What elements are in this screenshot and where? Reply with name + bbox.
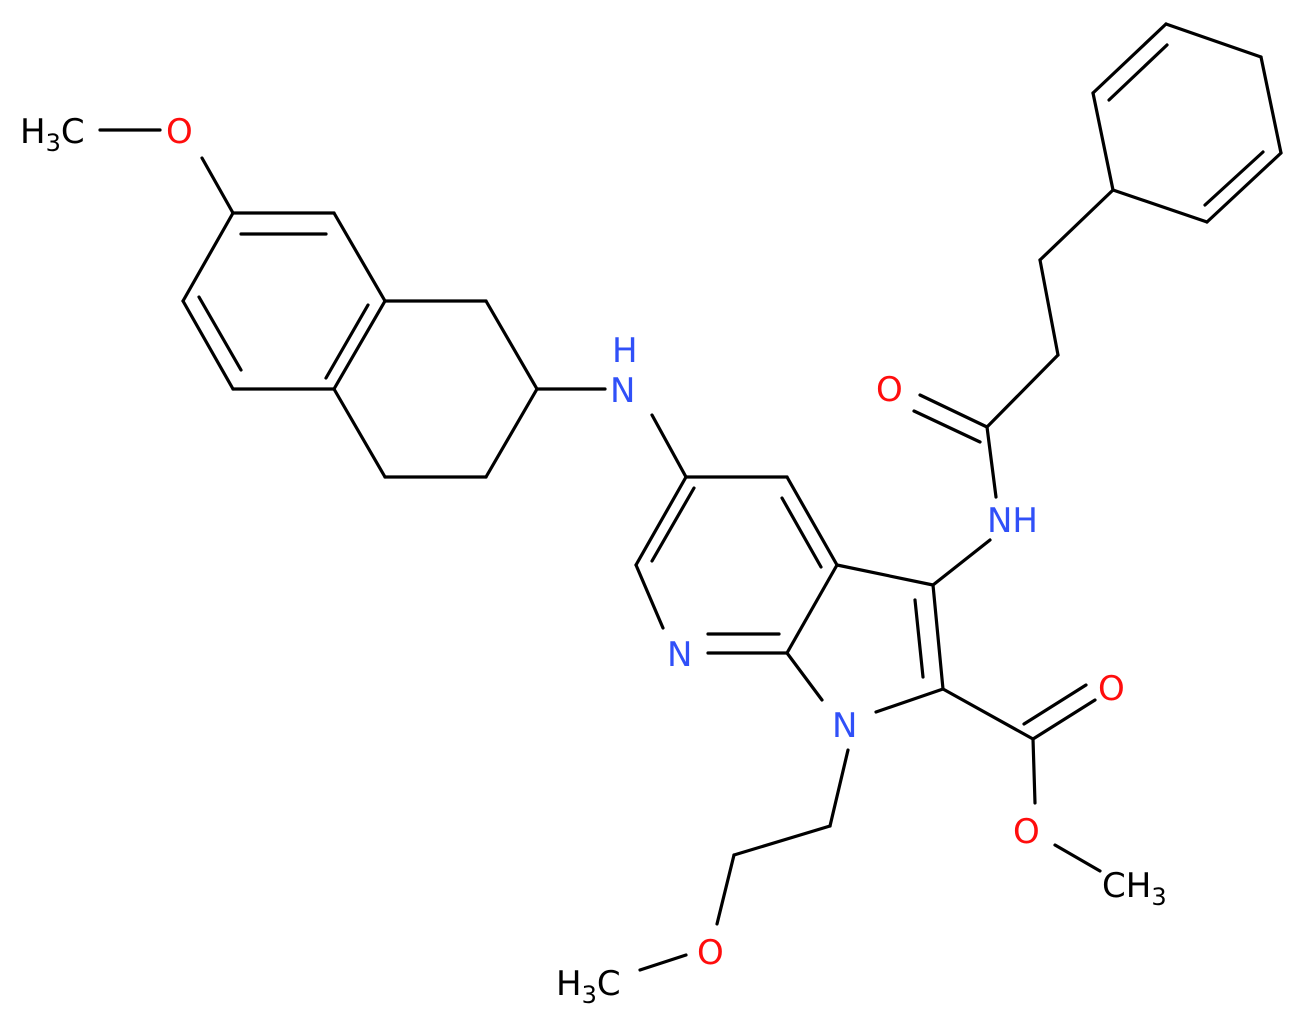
bond xyxy=(332,299,387,391)
bond xyxy=(1031,737,1037,805)
bond xyxy=(835,563,935,587)
bond xyxy=(324,303,370,380)
bond xyxy=(638,953,688,972)
bond xyxy=(1038,188,1115,262)
bond xyxy=(1022,683,1088,726)
n-pyrrole-label: N xyxy=(832,706,857,746)
bond xyxy=(985,425,998,499)
bond xyxy=(1091,22,1168,95)
ch3-ester-label: CH3 xyxy=(1102,866,1167,911)
bond xyxy=(484,299,539,391)
bond xyxy=(780,496,823,569)
bond xyxy=(332,211,387,303)
nh-amine-hydrogen: H xyxy=(612,331,638,371)
atom-labels: H3C O N O NH N N O O CH3 O H3C H xyxy=(20,112,1167,1009)
bond xyxy=(181,211,235,303)
bond xyxy=(200,156,235,215)
o-amide-label: O xyxy=(876,370,903,410)
bond xyxy=(931,583,945,691)
bond xyxy=(1038,258,1060,357)
bond xyxy=(650,413,688,479)
bond xyxy=(1259,55,1283,155)
bond xyxy=(985,353,1060,429)
bond xyxy=(918,393,989,429)
ch3-bottom-label: H3C xyxy=(556,964,621,1009)
n-pyridine-label: N xyxy=(667,635,692,675)
bond xyxy=(1164,22,1263,59)
bond xyxy=(650,486,696,563)
bond xyxy=(732,824,832,857)
bond xyxy=(941,687,1035,741)
bond xyxy=(785,563,839,655)
nh-amide-label: NH xyxy=(987,501,1038,541)
nh-amine-label: N xyxy=(610,371,635,411)
bond xyxy=(181,299,235,391)
o-methoxy-left-label: O xyxy=(166,112,193,152)
bond xyxy=(332,387,387,479)
bond xyxy=(1111,188,1209,224)
o-ester-carbonyl-label: O xyxy=(1098,669,1125,709)
bond xyxy=(1031,698,1097,741)
bond xyxy=(931,538,992,587)
bonds xyxy=(98,22,1283,972)
bond xyxy=(1091,91,1115,192)
bond xyxy=(484,387,539,479)
bond xyxy=(1053,843,1102,873)
bond xyxy=(828,748,850,828)
bond xyxy=(1203,150,1265,207)
o-ester-label: O xyxy=(1013,812,1040,852)
ch3-left-label: H3C xyxy=(20,112,85,157)
bond xyxy=(715,853,736,926)
bond xyxy=(634,475,688,567)
bond xyxy=(634,563,665,630)
bond xyxy=(785,651,824,702)
o-ether-label: O xyxy=(697,933,724,973)
bond xyxy=(1107,43,1169,102)
bond xyxy=(913,598,925,679)
bond xyxy=(874,687,945,714)
bond xyxy=(1205,151,1283,224)
bond xyxy=(197,295,243,372)
bond xyxy=(912,409,982,444)
bond xyxy=(785,475,839,567)
